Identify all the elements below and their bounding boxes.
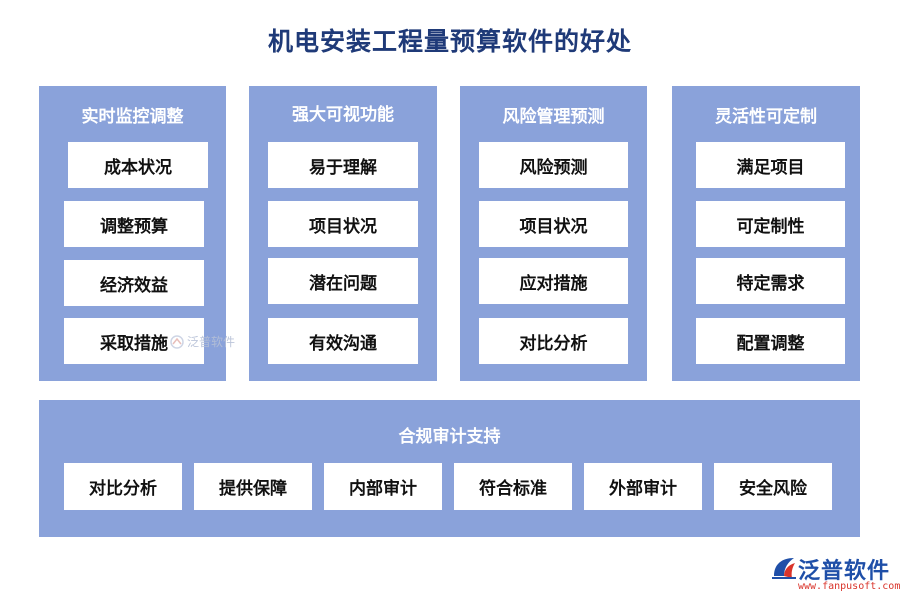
panel-title: 合规审计支持 [398,427,501,447]
panel-item: 经济效益 [64,260,204,306]
panel-realtime-monitoring: 实时监控调整 成本状况 调整预算 经济效益 采取措施 [39,86,226,381]
panel-compliance-audit: 合规审计支持 对比分析 提供保障 内部审计 符合标准 外部审计 安全风险 [39,400,860,537]
panel-item: 外部审计 [584,463,702,510]
panel-item: 可定制性 [696,201,845,247]
panel-item: 满足项目 [696,142,845,188]
brand-logo: 泛普软件 www.fanpusoft.com [770,552,900,596]
brand-url: www.fanpusoft.com [798,581,900,592]
panel-item: 应对措施 [479,258,628,304]
panel-item: 对比分析 [64,463,182,510]
panel-item: 易于理解 [268,142,418,188]
panel-item: 项目状况 [268,201,418,247]
panel-title: 灵活性可定制 [715,107,817,127]
watermark-text: 泛普软件 [187,335,236,349]
panel-item: 采取措施 [64,318,204,364]
panel-title: 风险管理预测 [502,107,605,127]
watermark: 泛普软件 [170,333,235,350]
panel-customizable: 灵活性可定制 满足项目 可定制性 特定需求 配置调整 [672,86,860,381]
brand-logo-icon [772,558,796,579]
panel-item: 潜在问题 [268,258,418,304]
page-title: 机电安装工程量预算软件的好处 [267,27,632,56]
panel-item: 风险预测 [479,142,628,188]
panel-title: 强大可视功能 [292,105,394,125]
panel-item: 有效沟通 [268,318,418,364]
panel-item: 配置调整 [696,318,845,364]
panel-item: 对比分析 [479,318,628,364]
panel-item: 提供保障 [194,463,312,510]
panel-item: 内部审计 [324,463,442,510]
brand-name: 泛普软件 [798,559,891,584]
panel-item: 成本状况 [68,142,208,188]
panel-item: 调整预算 [64,201,204,247]
panel-item: 项目状况 [479,201,628,247]
panel-item: 符合标准 [454,463,572,510]
panel-title: 实时监控调整 [81,107,184,127]
panel-risk-management: 风险管理预测 风险预测 项目状况 应对措施 对比分析 [460,86,647,381]
panel-visualization: 强大可视功能 易于理解 项目状况 潜在问题 有效沟通 [249,86,437,381]
watermark-logo-icon [170,334,184,349]
panel-item: 安全风险 [714,463,832,510]
panel-item: 特定需求 [696,258,845,304]
